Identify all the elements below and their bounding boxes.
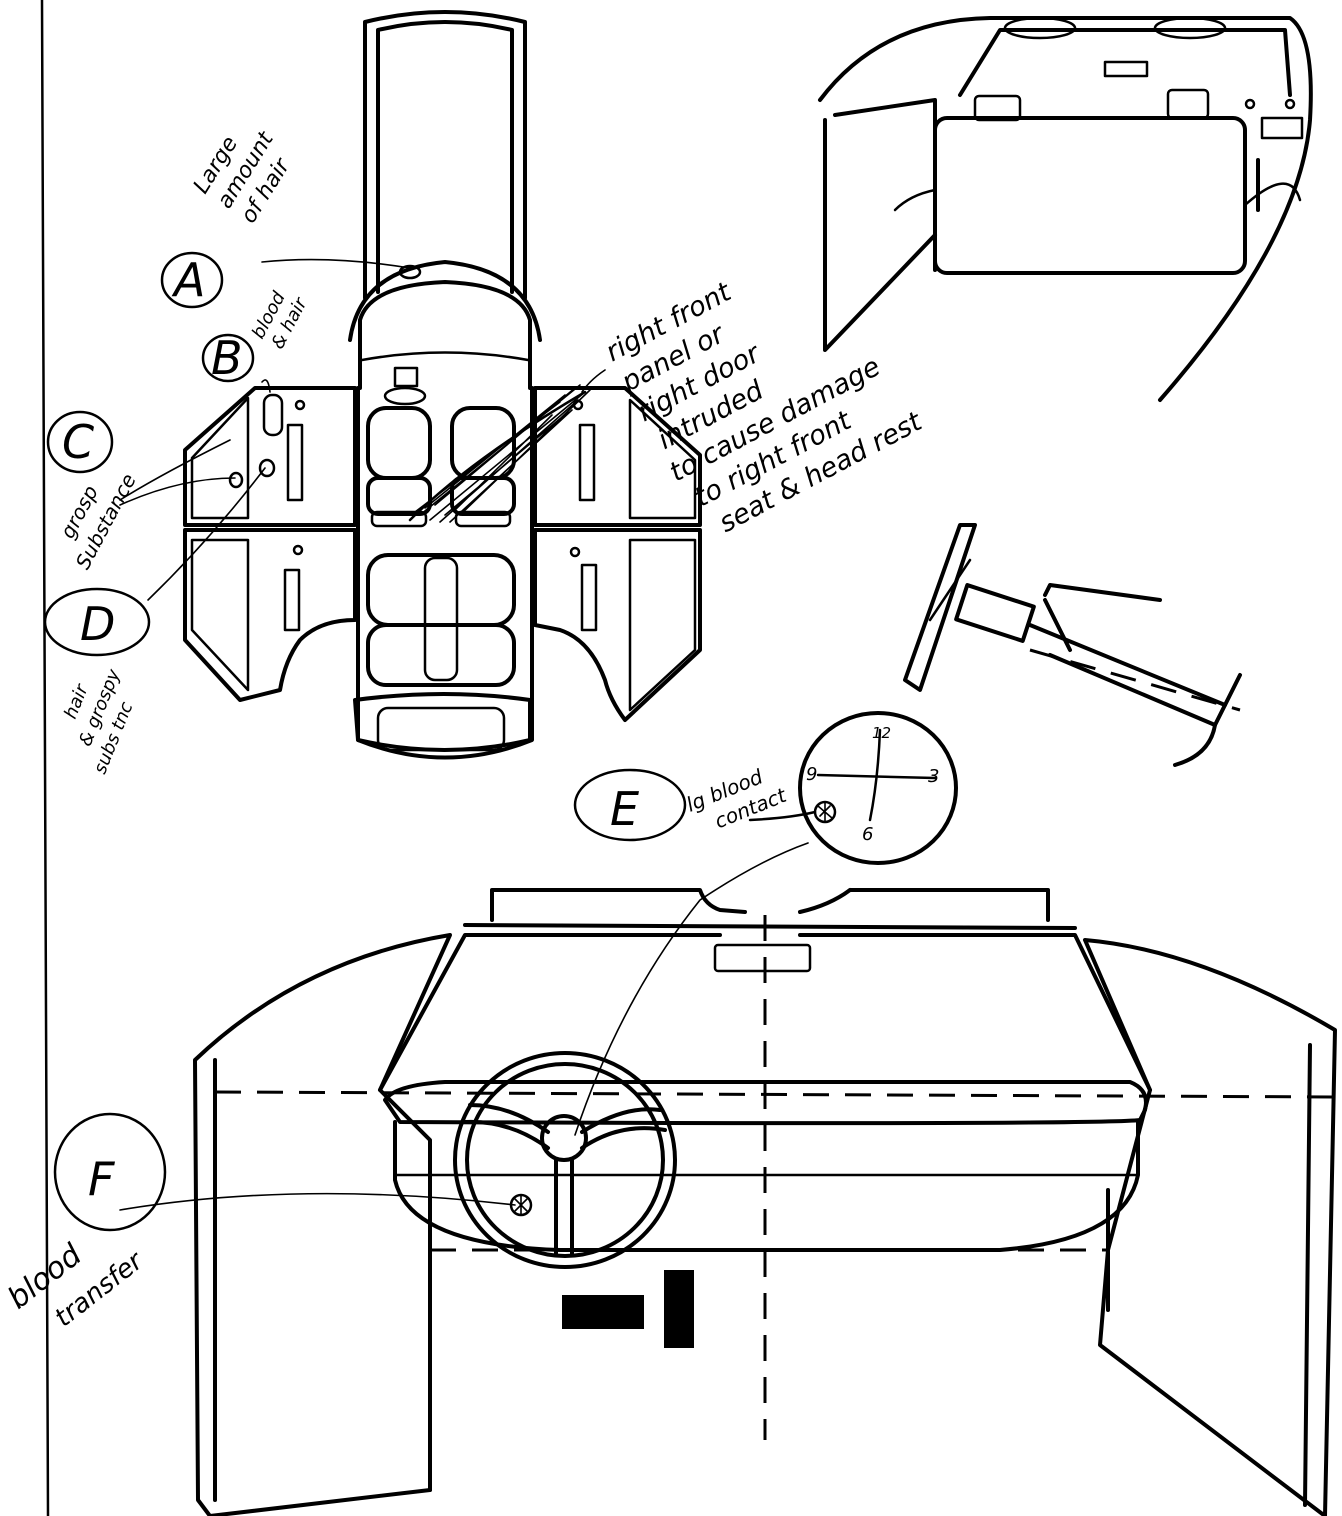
annotation-b: B blood & hair: [201, 288, 312, 385]
page-border-line: [40, 0, 50, 1516]
leader-lines: [119, 258, 809, 1211]
stain-mark-2: [228, 471, 244, 489]
steering-column-side-view: [903, 523, 1242, 767]
annotation-c-letter: C: [62, 415, 94, 469]
left-door-panels: [183, 386, 357, 702]
dash-outer: [818, 16, 1313, 402]
annotation-a-letter: A: [171, 253, 205, 307]
dashboard-top-right-view: [818, 16, 1313, 402]
vent-block-right: [664, 1270, 694, 1348]
vehicle-top-view: [183, 10, 702, 760]
roof-front: [348, 260, 542, 342]
right-front-door: [533, 386, 702, 527]
left-door-large: [193, 933, 452, 1516]
damage-note: right front panel or right door intruded…: [601, 276, 928, 539]
annotation-d-letter: D: [80, 597, 115, 651]
clock-12-label: 12: [872, 724, 891, 742]
annotation-f-letter: F: [88, 1152, 115, 1206]
glovebox: [933, 116, 1247, 275]
clock-circle: [798, 711, 958, 865]
right-door-panels: [533, 386, 702, 722]
annotation-b-letter: B: [211, 331, 243, 385]
dashboard-front-view: [193, 888, 1342, 1516]
radio-slot: [713, 943, 812, 973]
damage-scribble: [408, 384, 591, 523]
annotation-f: F blood transfer: [1, 1112, 167, 1333]
annotation-e-letter: E: [610, 782, 639, 836]
stain-mark-1: [258, 458, 276, 478]
steering-wheel-side: [903, 523, 977, 692]
clock-3-label: 3: [928, 766, 939, 787]
steering-wheel: [453, 1051, 677, 1269]
hood-panel-outline: [363, 10, 527, 300]
right-door-large: [1083, 938, 1337, 1516]
annotation-c: C grosp Substance: [46, 410, 141, 573]
front-right-seat: [450, 406, 516, 528]
annotation-e: E lg blood contact: [573, 764, 791, 842]
steering-clock-detail: 12 3 6 9: [748, 711, 958, 865]
annotation-d: D hair & grospy subs tnc: [43, 587, 151, 777]
right-rear-door: [533, 528, 702, 722]
annotation-a: A Large amount of hair: [160, 127, 296, 309]
clock-9-label: 9: [806, 764, 817, 785]
rear-bench-seat: [353, 553, 532, 752]
clock-6-label: 6: [862, 824, 873, 845]
vent-block-left: [562, 1295, 644, 1329]
dashboard-shelf: [383, 1080, 1148, 1126]
left-front-door: [183, 386, 357, 527]
left-rear-door: [183, 528, 357, 702]
front-left-seat: [366, 406, 432, 528]
